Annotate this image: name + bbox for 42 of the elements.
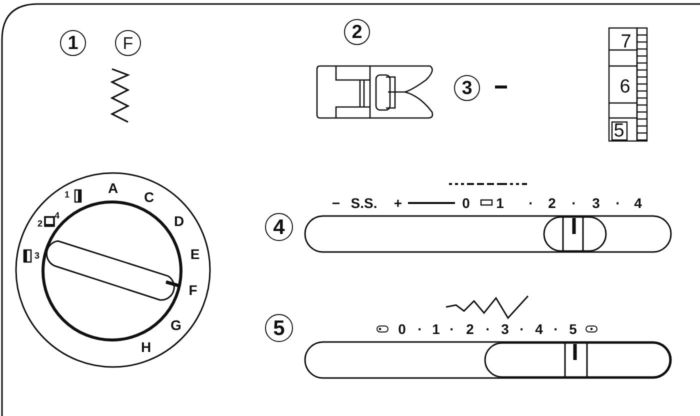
callout-number: 1 bbox=[60, 30, 86, 56]
scale-mark: S.S. bbox=[350, 196, 378, 210]
dial-letter: 1 bbox=[64, 190, 70, 200]
scale-number: 6 bbox=[620, 78, 630, 96]
scale-mark: + bbox=[394, 196, 402, 210]
scale-mark: · bbox=[486, 322, 490, 336]
scale-mark: 0 bbox=[462, 196, 470, 210]
scale-mark: 3 bbox=[592, 196, 600, 210]
scale-mark: · bbox=[450, 322, 454, 336]
dial-letter: H bbox=[140, 340, 152, 354]
scale-mark: 1 bbox=[432, 322, 440, 336]
dial-letter: D bbox=[174, 214, 184, 228]
scale-mark: · bbox=[572, 196, 576, 210]
dial-letter: E bbox=[190, 247, 200, 261]
scale-mark: · bbox=[616, 196, 620, 210]
scale-mark: 5 bbox=[569, 322, 577, 336]
scale-mark: · bbox=[520, 322, 524, 336]
scale-number: 5 bbox=[614, 122, 624, 140]
scale-mark: − bbox=[332, 196, 340, 210]
dial-letter: G bbox=[170, 318, 182, 332]
dial-letter: C bbox=[144, 190, 154, 204]
callout-number: F bbox=[115, 30, 141, 56]
dial-letter: 3 bbox=[34, 252, 40, 260]
dial-letter: 4 bbox=[54, 212, 60, 220]
scale-mark: 1 bbox=[496, 196, 504, 210]
scale-mark: 0 bbox=[398, 322, 406, 336]
dial-letter: 2 bbox=[38, 220, 42, 228]
callout-number: 2 bbox=[344, 19, 370, 45]
dial-letter: F bbox=[188, 283, 198, 297]
scale-mark: · bbox=[528, 196, 534, 210]
scale-mark: · bbox=[418, 322, 422, 336]
scale-mark: 2 bbox=[548, 196, 556, 210]
callout-number: 4 bbox=[265, 213, 293, 241]
scale-mark: 4 bbox=[634, 196, 642, 210]
scale-mark: 4 bbox=[535, 322, 543, 336]
callout-number: 5 bbox=[265, 314, 293, 342]
scale-mark: 3 bbox=[501, 322, 509, 336]
scale-number: 7 bbox=[620, 32, 632, 52]
scale-mark: 2 bbox=[466, 322, 474, 336]
dial-letter: A bbox=[108, 181, 118, 195]
callout-number: 3 bbox=[454, 75, 480, 101]
scale-mark: · bbox=[554, 322, 558, 336]
